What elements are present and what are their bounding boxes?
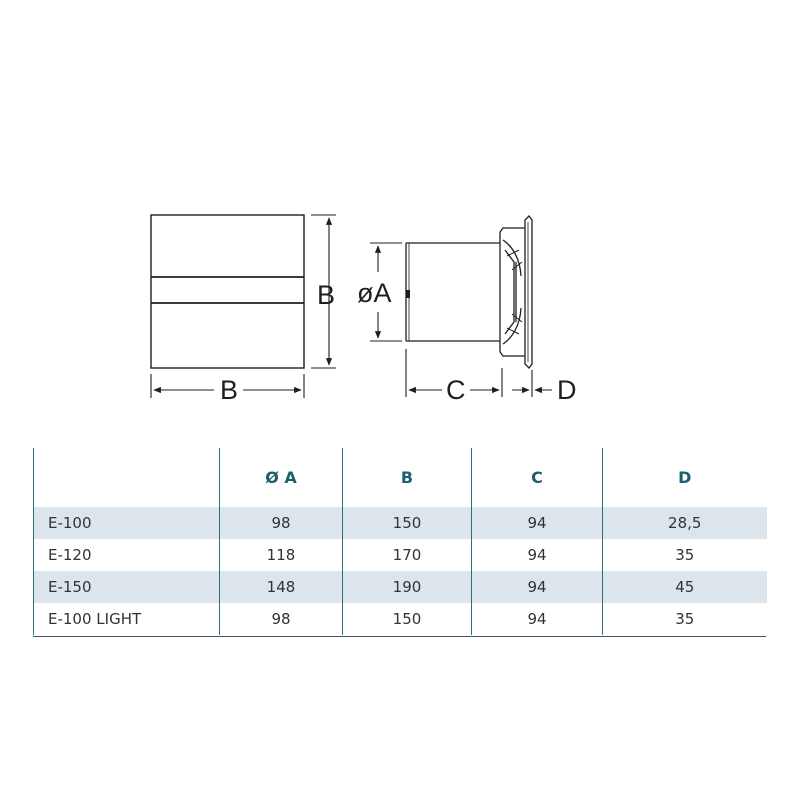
cell-b: 150 bbox=[342, 603, 472, 635]
cell-d: 35 bbox=[602, 539, 767, 571]
depth-dimension bbox=[405, 349, 503, 397]
cell-c: 94 bbox=[471, 603, 603, 635]
side-view bbox=[405, 215, 533, 369]
front-width-dimension bbox=[150, 374, 305, 398]
cell-b: 190 bbox=[342, 571, 472, 603]
cell-diameter-a: 98 bbox=[219, 603, 343, 635]
cell-c: 94 bbox=[471, 507, 603, 539]
dimensions-table: Ø A B C D E-100 98 150 94 28,5 E-120 118… bbox=[33, 448, 767, 635]
cell-diameter-a: 118 bbox=[219, 539, 343, 571]
header-d: D bbox=[602, 448, 767, 507]
diameter-label: øA bbox=[357, 278, 392, 308]
flange-dimension bbox=[512, 370, 552, 397]
flange-label: D bbox=[557, 375, 577, 405]
table-bottom-rule bbox=[33, 636, 766, 637]
cell-d: 35 bbox=[602, 603, 767, 635]
cell-d: 45 bbox=[602, 571, 767, 603]
table-row: E-120 118 170 94 35 bbox=[33, 539, 767, 571]
cell-model: E-100 LIGHT bbox=[33, 603, 220, 635]
technical-drawing: B B øA bbox=[150, 214, 577, 405]
header-diameter-a: Ø A bbox=[219, 448, 343, 507]
front-panel bbox=[150, 214, 305, 369]
header-model bbox=[33, 448, 220, 507]
header-c: C bbox=[471, 448, 603, 507]
table-row: E-150 148 190 94 45 bbox=[33, 571, 767, 603]
diameter-dimension bbox=[370, 242, 402, 342]
cell-c: 94 bbox=[471, 539, 603, 571]
front-height-dimension bbox=[311, 214, 336, 369]
front-height-label: B bbox=[317, 280, 335, 310]
cell-b: 150 bbox=[342, 507, 472, 539]
cell-model: E-150 bbox=[33, 571, 220, 603]
table-row: E-100 LIGHT 98 150 94 35 bbox=[33, 603, 767, 635]
cell-model: E-120 bbox=[33, 539, 220, 571]
depth-label: C bbox=[446, 375, 466, 405]
front-view bbox=[150, 214, 305, 369]
cell-diameter-a: 98 bbox=[219, 507, 343, 539]
cell-d: 28,5 bbox=[602, 507, 767, 539]
cell-c: 94 bbox=[471, 571, 603, 603]
cell-model: E-100 bbox=[33, 507, 220, 539]
header-b: B bbox=[342, 448, 472, 507]
front-width-label: B bbox=[220, 375, 238, 405]
cell-diameter-a: 148 bbox=[219, 571, 343, 603]
table-header-row: Ø A B C D bbox=[33, 448, 767, 507]
cell-b: 170 bbox=[342, 539, 472, 571]
table-row: E-100 98 150 94 28,5 bbox=[33, 507, 767, 539]
